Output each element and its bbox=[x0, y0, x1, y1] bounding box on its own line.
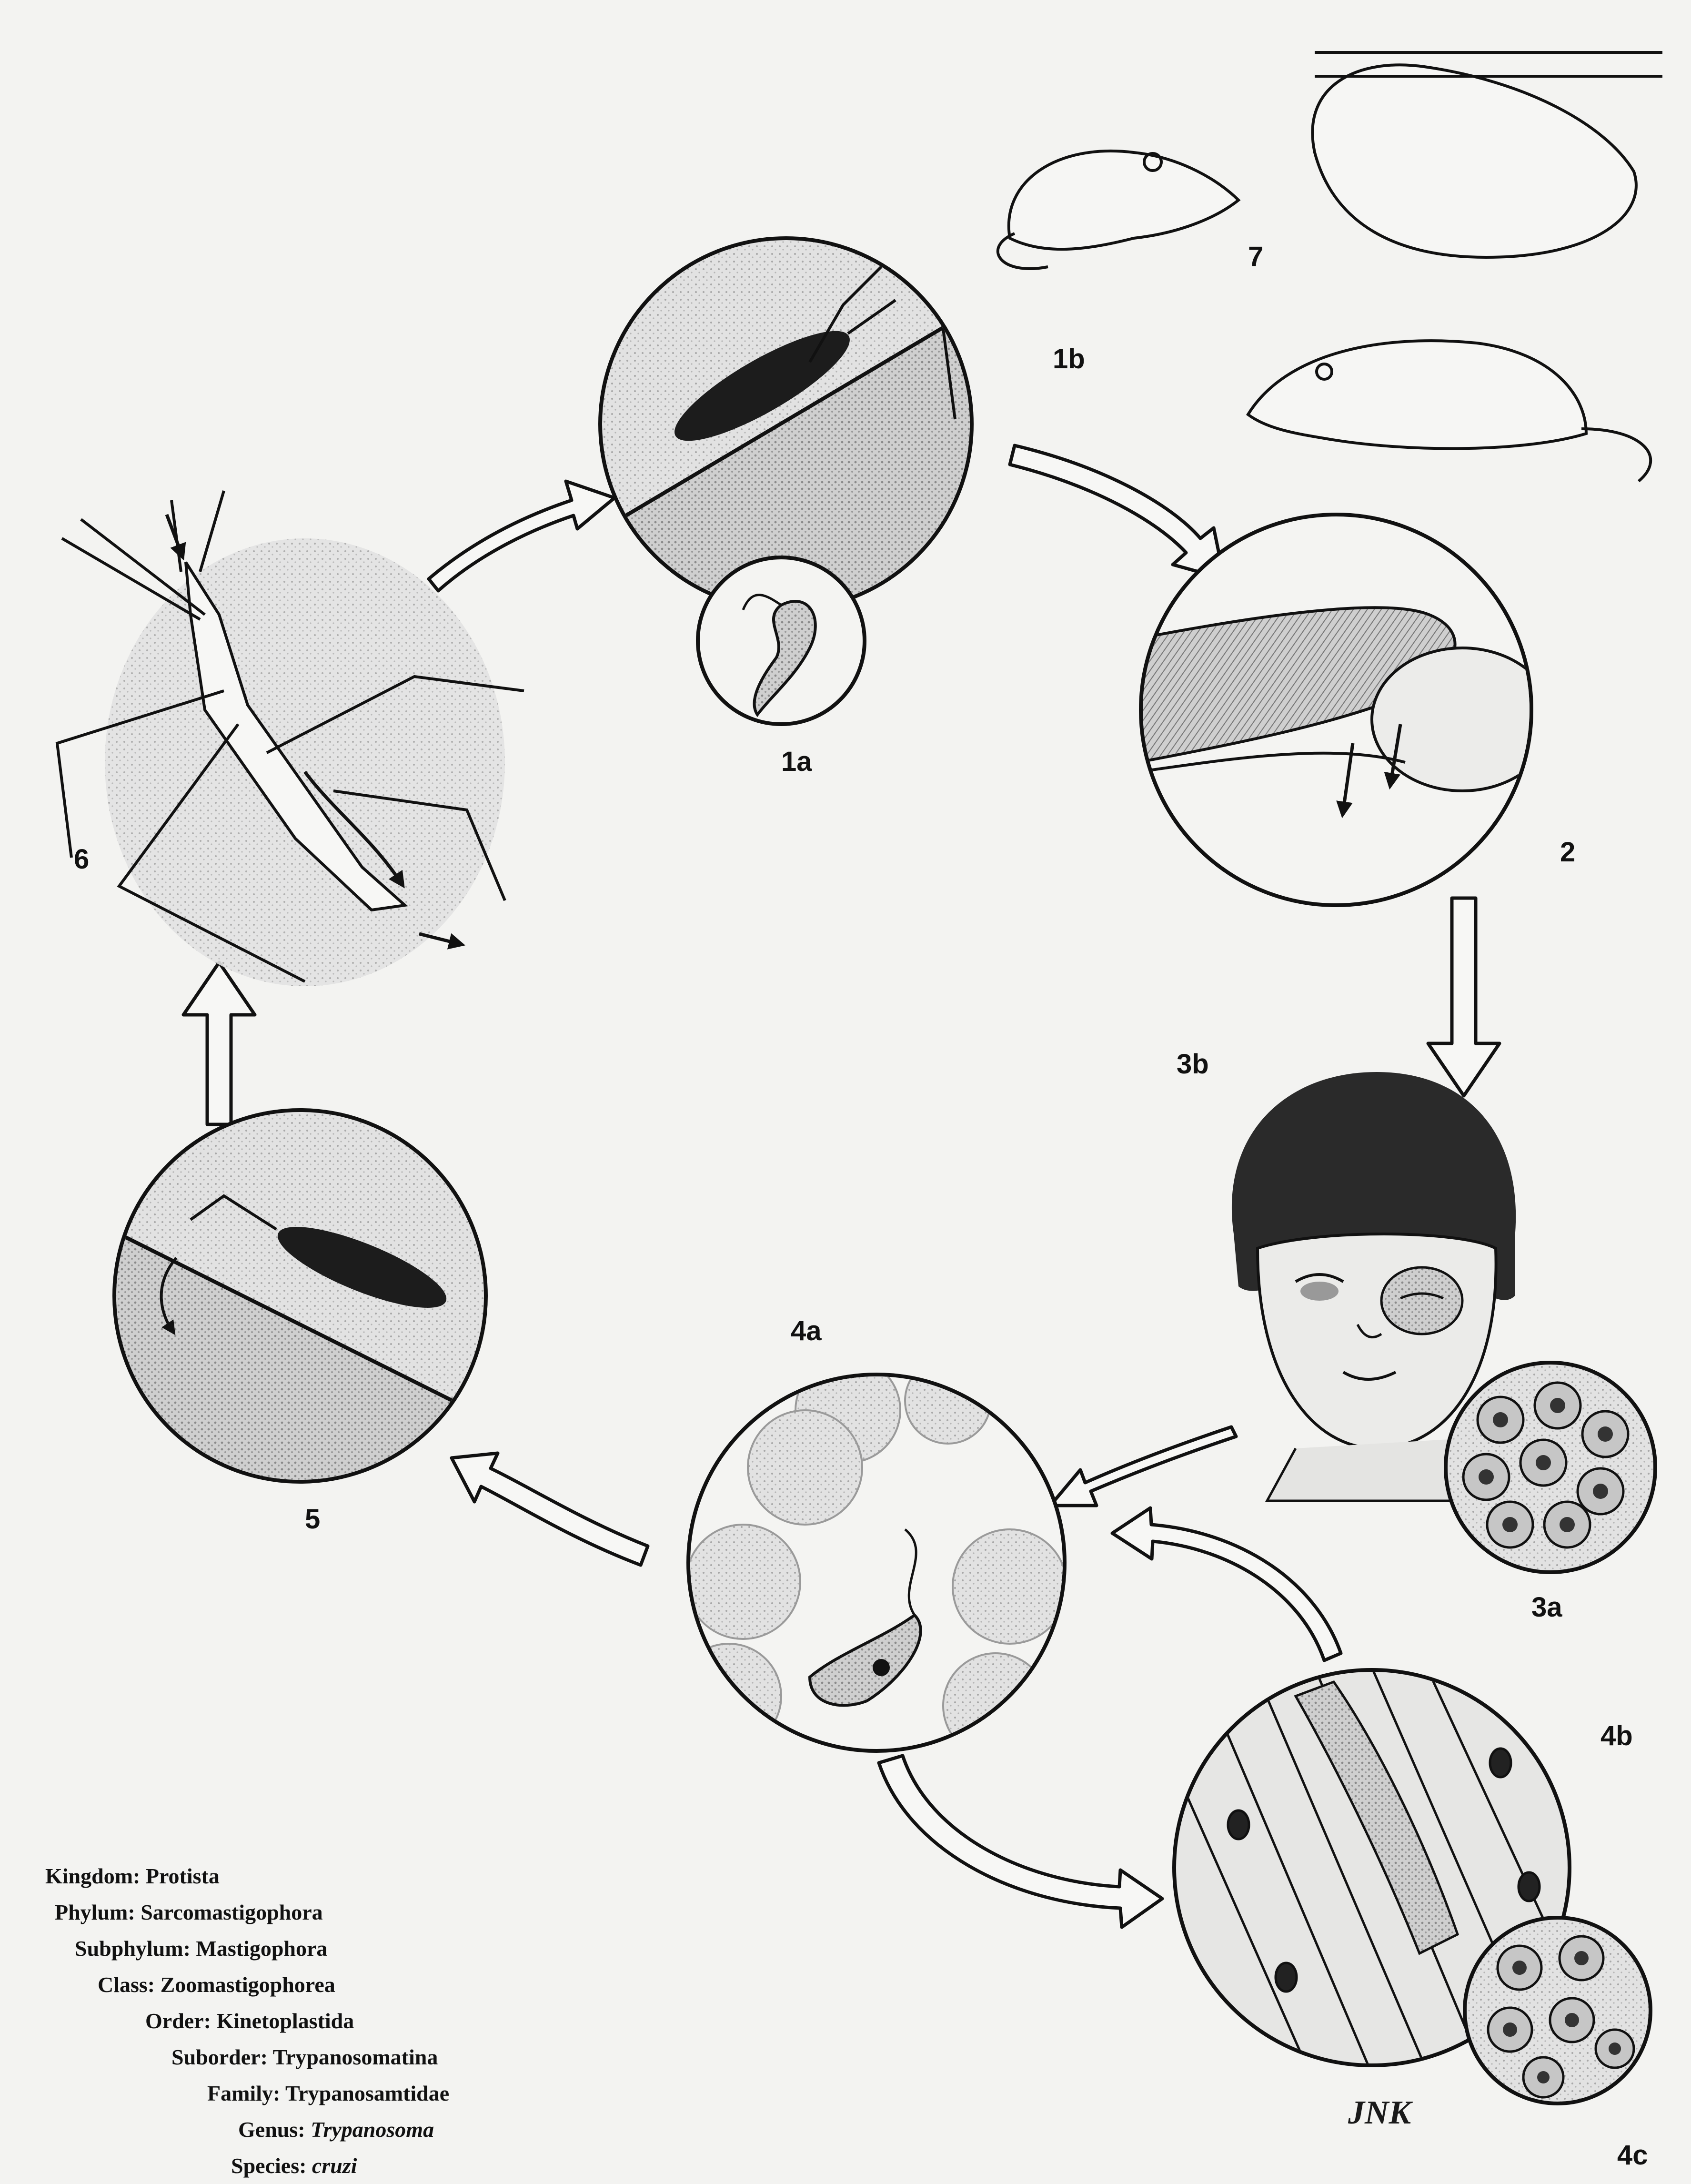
taxonomy-kingdom: Kingdom: Protista bbox=[45, 1858, 449, 1894]
stage-5-bug-ingesting-blood bbox=[110, 1110, 491, 1486]
arrow-5-to-6 bbox=[183, 962, 255, 1124]
taxonomy-value: Trypanosomatina bbox=[273, 2045, 438, 2069]
taxonomy-suborder: Suborder: Trypanosomatina bbox=[45, 2039, 449, 2075]
stage-label-3a: 3a bbox=[1531, 1594, 1562, 1621]
stage-1a-trypomastigote bbox=[698, 557, 865, 724]
taxonomy-genus: Genus: Trypanosoma bbox=[45, 2112, 449, 2148]
taxonomy-rank: Kingdom: bbox=[45, 1864, 140, 1888]
stage-label-4a: 4a bbox=[791, 1317, 822, 1345]
taxonomy-species: Species: cruzi bbox=[45, 2148, 449, 2184]
taxonomy-value: Trypanosoma bbox=[311, 2117, 434, 2142]
taxonomy-rank: Phylum: bbox=[55, 1900, 135, 1924]
taxonomy-value: Kinetoplastida bbox=[216, 2009, 354, 2033]
stage-label-4b: 4b bbox=[1600, 1722, 1633, 1750]
mouse-figure bbox=[1009, 151, 1238, 249]
taxonomy-value: Zoomastigophorea bbox=[161, 1972, 335, 1997]
stage-3a-infected-blood bbox=[1446, 1363, 1655, 1572]
stage-4a-blood-trypomastigote bbox=[676, 1358, 1067, 1758]
stage-label-1a: 1a bbox=[781, 748, 812, 776]
stage-label-6: 6 bbox=[74, 846, 89, 873]
stage-label-3b: 3b bbox=[1177, 1051, 1209, 1078]
arrow-6-to-1b bbox=[429, 481, 614, 591]
taxonomy-value: cruzi bbox=[312, 2154, 357, 2178]
taxonomy-value: Protista bbox=[146, 1864, 220, 1888]
taxonomy-family: Family: Trypanosamtidae bbox=[45, 2075, 449, 2112]
arrow-4b-to-4a bbox=[1112, 1508, 1341, 1660]
arrow-4a-to-5 bbox=[452, 1453, 648, 1565]
taxonomy-phylum: Phylum: Sarcomastigophora bbox=[45, 1894, 449, 1931]
taxonomy-classification: Kingdom: Protista Phylum: Sarcomastigoph… bbox=[45, 1858, 449, 2184]
taxonomy-rank: Class: bbox=[98, 1972, 155, 1997]
stage-2-fecal-contamination bbox=[1138, 515, 1553, 905]
stage-7-reservoir-animals bbox=[998, 52, 1662, 481]
taxonomy-value: Trypanosamtidae bbox=[285, 2081, 449, 2105]
stage-label-4c: 4c bbox=[1617, 2142, 1648, 2169]
taxonomy-rank: Order: bbox=[145, 2009, 211, 2033]
stage-label-7: 7 bbox=[1248, 243, 1263, 271]
opossum-figure bbox=[1312, 65, 1636, 257]
taxonomy-order: Order: Kinetoplastida bbox=[45, 2003, 449, 2039]
taxonomy-rank: Subphylum: bbox=[75, 1936, 191, 1961]
taxonomy-class: Class: Zoomastigophorea bbox=[45, 1967, 449, 2003]
stage-label-5: 5 bbox=[305, 1506, 320, 1533]
arrow-1b-to-2 bbox=[1010, 445, 1224, 579]
arrow-4a-to-4b bbox=[879, 1756, 1162, 1927]
taxonomy-rank: Family: bbox=[207, 2081, 280, 2105]
taxonomy-rank: Genus: bbox=[238, 2117, 305, 2142]
taxonomy-rank: Suborder: bbox=[171, 2045, 268, 2069]
stage-4c-amastigotes bbox=[1465, 1918, 1651, 2103]
stage-label-1b: 1b bbox=[1053, 345, 1085, 373]
stage-label-2: 2 bbox=[1560, 839, 1575, 866]
taxonomy-value: Mastigophora bbox=[196, 1936, 327, 1961]
arrow-2-to-3b bbox=[1428, 898, 1500, 1096]
arrow-3b-to-4a bbox=[1050, 1427, 1236, 1506]
artist-signature: JNK bbox=[1348, 2094, 1411, 2132]
taxonomy-rank: Species: bbox=[231, 2154, 306, 2178]
taxonomy-subphylum: Subphylum: Mastigophora bbox=[45, 1931, 449, 1967]
rat-figure bbox=[1248, 341, 1586, 448]
taxonomy-value: Sarcomastigophora bbox=[141, 1900, 323, 1924]
